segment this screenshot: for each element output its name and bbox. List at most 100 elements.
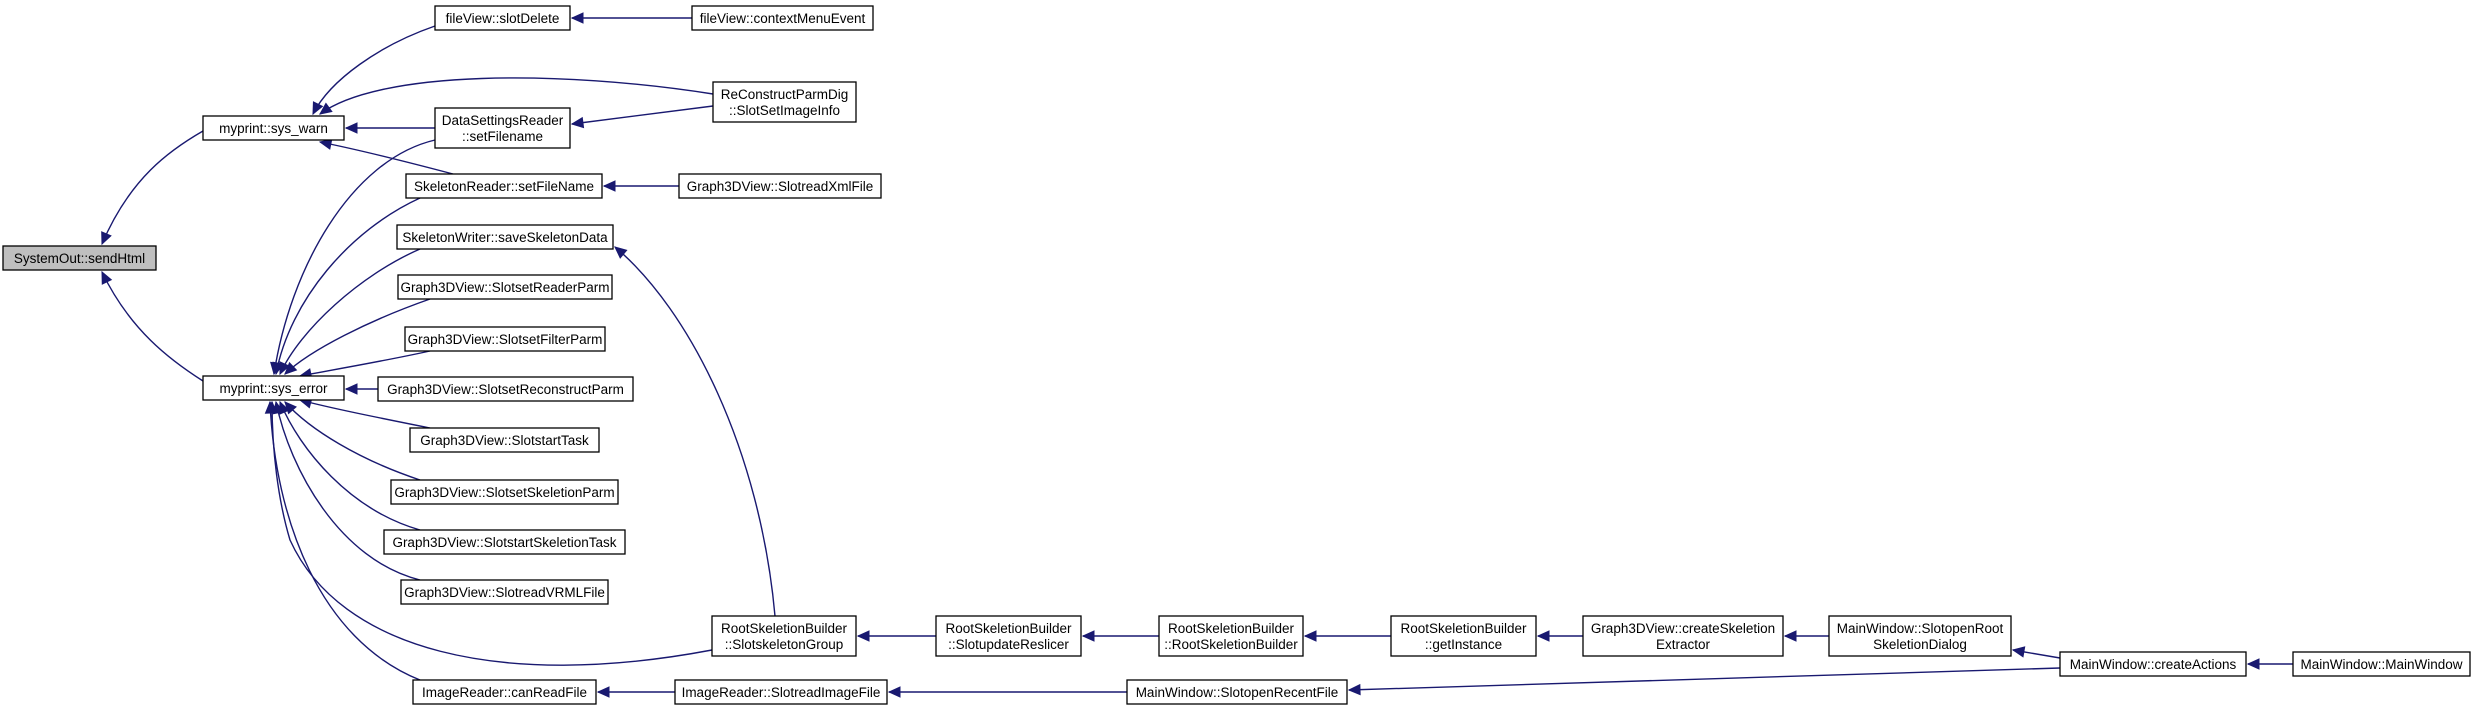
node-label: ::getInstance xyxy=(1425,637,1502,652)
node-g3cp[interactable]: Graph3DView::SlotsetReconstructParm xyxy=(377,376,634,402)
edge-rsbur-to-rsbsg xyxy=(856,630,936,642)
node-box xyxy=(405,173,603,199)
node-rsbgi[interactable]: RootSkeletionBuilder::getInstance xyxy=(1390,615,1537,657)
edge-fvdel-to-warn xyxy=(312,25,436,116)
arrowhead-icon xyxy=(1347,683,1361,696)
node-rsbsg[interactable]: RootSkeletionBuilder::SlotskeletonGroup xyxy=(711,615,857,657)
edge-recon-to-warn xyxy=(319,77,714,115)
node-label: SkeletonWriter::saveSkeletonData xyxy=(402,230,608,245)
node-box xyxy=(1828,615,2012,657)
node-box xyxy=(202,115,345,141)
edge-rsbsg-to-skwr xyxy=(614,246,776,617)
node-box xyxy=(409,427,600,453)
node-label: fileView::contextMenuEvent xyxy=(700,11,866,26)
edge-line xyxy=(312,25,436,115)
node-label: ::setFilename xyxy=(462,129,543,144)
arrowhead-icon xyxy=(1303,630,1317,642)
node-label: Graph3DView::SlotsetReconstructParm xyxy=(387,382,624,397)
arrowhead-icon xyxy=(1536,630,1550,642)
node-mworf[interactable]: MainWindow::SlotopenRecentFile xyxy=(1126,679,1348,705)
node-label: MainWindow::SlotopenRoot xyxy=(1837,621,2004,636)
edge-line xyxy=(1348,667,2061,691)
node-g3st[interactable]: Graph3DView::SlotstartTask xyxy=(409,427,600,453)
edge-line xyxy=(101,271,204,382)
node-fvdel[interactable]: fileView::slotDelete xyxy=(434,5,571,31)
node-g3sp[interactable]: Graph3DView::SlotsetSkeletionParm xyxy=(390,479,619,505)
edge-rsbgi-to-rsbct xyxy=(1303,630,1391,642)
node-box xyxy=(412,679,597,705)
arrowhead-icon xyxy=(264,400,277,414)
arrowhead-icon xyxy=(312,101,324,116)
edge-g3fp-to-err xyxy=(298,350,431,380)
node-box xyxy=(434,107,571,149)
node-label: myprint::sys_warn xyxy=(219,121,328,136)
edge-line xyxy=(299,399,431,429)
node-g3xml[interactable]: Graph3DView::SlotreadXmlFile xyxy=(678,173,882,199)
node-box xyxy=(404,326,606,352)
node-label: Graph3DView::SlotstartSkeletionTask xyxy=(392,535,616,550)
node-label: ::SlotupdateReslicer xyxy=(948,637,1069,652)
node-imcan[interactable]: ImageReader::canReadFile xyxy=(412,679,597,705)
edge-g3xml-to-skrd xyxy=(602,180,679,192)
edge-mwca-to-mwors xyxy=(2011,646,2061,659)
node-label: Graph3DView::createSkeletion xyxy=(1591,621,1775,636)
edge-recon-to-dsr xyxy=(570,105,714,129)
edge-mwmw-to-mwca xyxy=(2246,658,2293,670)
node-box xyxy=(711,615,857,657)
node-imsri[interactable]: ImageReader::SlotreadImageFile xyxy=(674,679,888,705)
node-g3vr[interactable]: Graph3DView::SlotreadVRMLFile xyxy=(400,579,609,605)
node-label: SystemOut::sendHtml xyxy=(14,251,145,266)
arrowhead-icon xyxy=(2011,646,2026,658)
arrowhead-icon xyxy=(570,116,585,129)
node-label: MainWindow::createActions xyxy=(2070,657,2237,672)
arrowhead-icon xyxy=(596,686,610,698)
edge-g3cp-to-err xyxy=(344,383,378,395)
node-box xyxy=(397,274,613,300)
edge-g3sp-to-err xyxy=(284,401,421,481)
edge-rsbct-to-rsbur xyxy=(1081,630,1159,642)
node-root[interactable]: SystemOut::sendHtml xyxy=(2,245,157,271)
node-recon[interactable]: ReConstructParmDig::SlotSetImageInfo xyxy=(712,81,857,123)
node-label: ::SlotskeletonGroup xyxy=(725,637,844,652)
node-box xyxy=(2,245,157,271)
node-rsbct[interactable]: RootSkeletionBuilder::RootSkeletionBuild… xyxy=(1158,615,1304,657)
node-label: Graph3DView::SlotreadVRMLFile xyxy=(404,585,605,600)
arrowhead-icon xyxy=(2246,658,2260,670)
node-box xyxy=(1126,679,1348,705)
edge-fvctx-to-fvdel xyxy=(570,12,692,24)
node-dsr[interactable]: DataSettingsReader::setFilename xyxy=(434,107,571,149)
edge-line xyxy=(271,401,713,666)
call-graph-nodes: SystemOut::sendHtml myprint::sys_warnmypr… xyxy=(2,5,2471,705)
node-skwr[interactable]: SkeletonWriter::saveSkeletonData xyxy=(396,224,614,250)
node-g3rp[interactable]: Graph3DView::SlotsetReaderParm xyxy=(397,274,613,300)
node-label: Graph3DView::SlotsetSkeletionParm xyxy=(394,485,614,500)
node-err[interactable]: myprint::sys_error xyxy=(202,375,345,401)
node-mwmw[interactable]: MainWindow::MainWindow xyxy=(2292,651,2471,677)
node-box xyxy=(377,376,634,402)
arrowhead-icon xyxy=(101,231,112,246)
edge-g3rp-to-err xyxy=(284,298,431,375)
node-mwca[interactable]: MainWindow::createActions xyxy=(2059,651,2247,677)
node-box xyxy=(935,615,1082,657)
node-skrd[interactable]: SkeletonReader::setFileName xyxy=(405,173,603,199)
node-label: ImageReader::SlotreadImageFile xyxy=(682,685,881,700)
node-label: MainWindow::SlotopenRecentFile xyxy=(1136,685,1339,700)
node-box xyxy=(2059,651,2247,677)
node-warn[interactable]: myprint::sys_warn xyxy=(202,115,345,141)
edge-line xyxy=(614,246,776,617)
edge-g3cse-to-rsbgi xyxy=(1536,630,1583,642)
node-fvctx[interactable]: fileView::contextMenuEvent xyxy=(691,5,874,31)
node-box xyxy=(383,529,626,555)
arrowhead-icon xyxy=(856,630,870,642)
node-label: ImageReader::canReadFile xyxy=(422,685,587,700)
arrowhead-icon xyxy=(279,361,291,376)
node-rsbur[interactable]: RootSkeletionBuilder::SlotupdateReslicer xyxy=(935,615,1082,657)
node-g3fp[interactable]: Graph3DView::SlotsetFilterParm xyxy=(404,326,606,352)
edge-line xyxy=(275,401,421,581)
edge-imcan-to-err xyxy=(264,400,421,681)
arrowhead-icon xyxy=(1081,630,1095,642)
node-label: Graph3DView::SlotsetReaderParm xyxy=(400,280,609,295)
node-g3sst[interactable]: Graph3DView::SlotstartSkeletionTask xyxy=(383,529,626,555)
